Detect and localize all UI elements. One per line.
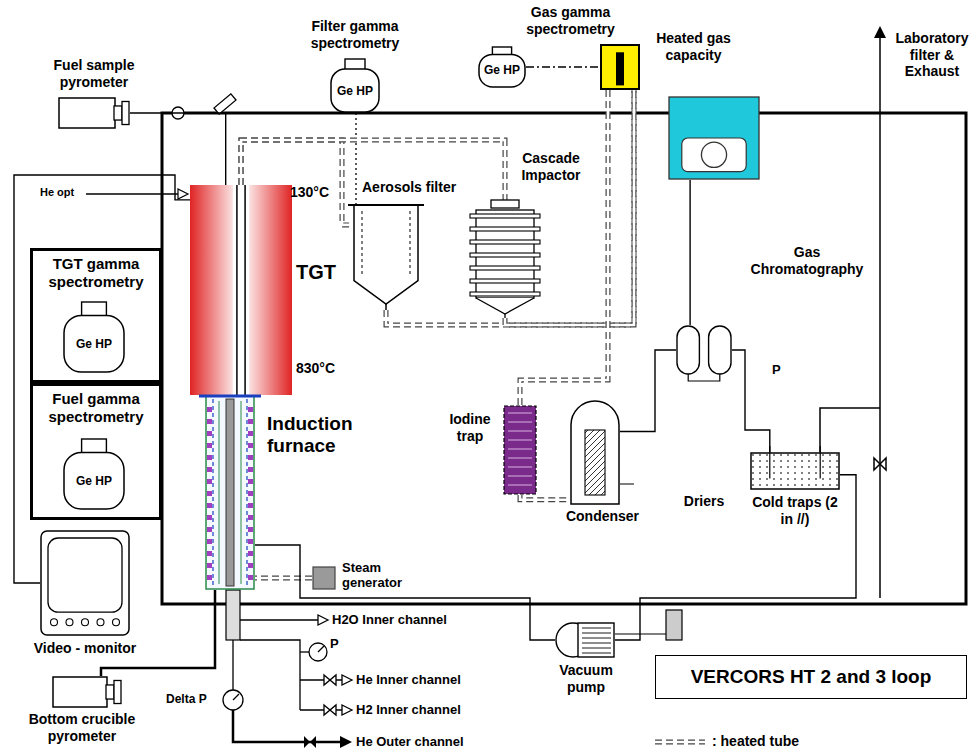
node-label: Vacuum pump — [550, 662, 622, 695]
pipe-connector — [690, 180, 691, 325]
shape-outline — [205, 395, 255, 590]
equipment-node: Ge HP — [63, 301, 125, 373]
enclosure — [162, 113, 966, 604]
shape-outline — [58, 97, 130, 129]
pipe-connector — [356, 113, 357, 205]
equipment-node: Vacuum pump — [555, 622, 615, 658]
equipment-node: Heated gas capacity — [600, 44, 640, 90]
annotation-label: 130°C — [290, 184, 338, 201]
annotation-label: P — [772, 362, 786, 377]
equipment-node: Condenser — [570, 400, 620, 505]
node-label: Iodine trap — [441, 411, 499, 444]
detector-panel: Fuel gamma spectrometry Ge HP — [30, 383, 162, 520]
node-label: Condenser — [555, 508, 650, 525]
shape-outline — [600, 44, 640, 90]
node-label: Bottom crucible pyrometer — [7, 711, 157, 744]
node-label: Video - monitor — [15, 640, 155, 657]
detector-panel: TGT gamma spectrometry Ge HP — [30, 248, 162, 383]
annotation-label: He Outer channel — [356, 734, 516, 749]
legend-sample — [655, 742, 705, 743]
exhaust-line — [820, 34, 886, 598]
annotation-label: He Inner channel — [356, 672, 516, 687]
node-label: Ge HP — [63, 474, 125, 488]
title-box: VERCORS HT 2 and 3 loop — [655, 655, 967, 699]
shape-outline — [503, 405, 537, 495]
pipe-connector — [14, 175, 190, 583]
node-label: TGT gamma spectrometry — [33, 255, 159, 290]
shape-outline — [750, 452, 840, 490]
shape-outline — [190, 185, 292, 395]
node-label: Cascade Impactor — [512, 150, 590, 183]
shape-outline — [470, 200, 540, 318]
pipe-connector — [732, 350, 770, 452]
pipe-connector — [520, 495, 570, 500]
node-label: Filter gamma spectrometry — [285, 18, 425, 51]
equipment-node: Video - monitor — [40, 530, 130, 636]
node-label: TGT — [296, 261, 346, 285]
node-label: Heated gas capacity — [646, 30, 741, 63]
annotation-label: He opt — [40, 186, 84, 199]
gas-supply-lines — [223, 615, 352, 715]
equipment-node: Bottom crucible pyrometer — [52, 676, 122, 708]
shape-outline — [555, 622, 615, 658]
equipment-node: Ge HP — [63, 438, 125, 510]
annotation-label: P — [330, 636, 344, 651]
equipment-node: Gas gamma spectrometryGe HP — [478, 46, 526, 88]
pipe-connector — [130, 113, 226, 185]
equipment-node: Induction furnace — [205, 395, 255, 590]
equipment-node: Cold traps (2 in //) — [750, 452, 840, 490]
shape-outline — [676, 325, 732, 375]
shape-outline — [352, 205, 420, 310]
equipment-node: Fuel sample pyrometer — [58, 97, 130, 129]
node-label: Gas gamma spectrometry — [508, 4, 633, 37]
exhaust-arrowhead — [874, 26, 886, 38]
equipment-node: TGT — [190, 185, 292, 395]
annotation-label: H2 Inner channel — [356, 702, 516, 717]
vacuum-outlet — [615, 610, 682, 640]
equipment-node: Driers — [676, 325, 732, 375]
pipe-connector — [620, 350, 676, 432]
node-label: Steam generator — [342, 560, 424, 591]
node-label: Fuel sample pyrometer — [28, 57, 160, 90]
node-label: Driers — [666, 493, 742, 510]
node-label: Cold traps (2 in //) — [745, 494, 845, 527]
pipe-connector — [386, 90, 634, 325]
pipe-connector — [255, 545, 555, 640]
equipment-node: Gas Chromatography — [668, 96, 760, 180]
node-label: Aerosols filter — [362, 179, 482, 196]
annotation-label: H2O Inner channel — [332, 612, 502, 627]
node-label: Ge HP — [478, 63, 526, 77]
annotation-label: Delta P — [166, 692, 222, 706]
equipment-node: Iodine trap — [503, 405, 537, 495]
annotation-label: 830°C — [296, 360, 346, 377]
equipment-node: Cascade Impactor — [470, 200, 540, 318]
shape-outline — [312, 566, 336, 590]
node-label: Fuel gamma spectrometry — [33, 390, 159, 425]
pipe-connector — [526, 67, 600, 68]
node-label: Induction furnace — [267, 413, 382, 458]
he-opt-line — [86, 189, 188, 199]
legend-text: : heated tube — [712, 733, 799, 750]
shape-outline — [52, 676, 122, 708]
shape-outline — [668, 96, 760, 180]
pipe-connector — [615, 475, 856, 640]
outer-channel-line — [233, 710, 352, 748]
furnace-pipe — [226, 590, 240, 640]
node-label: Gas Chromatography — [748, 244, 866, 277]
equipment-node: Aerosols filter — [352, 205, 420, 310]
shape-outline — [570, 400, 620, 505]
equipment-node: Filter gamma spectrometryGe HP — [330, 58, 380, 113]
shape-outline — [40, 530, 130, 636]
equipment-node: Steam generator — [312, 566, 336, 590]
node-label: Ge HP — [330, 84, 380, 98]
annotation-label: Laboratory filter & Exhaust — [888, 30, 976, 80]
pipe-connector — [255, 578, 312, 579]
node-label: Ge HP — [63, 337, 125, 351]
